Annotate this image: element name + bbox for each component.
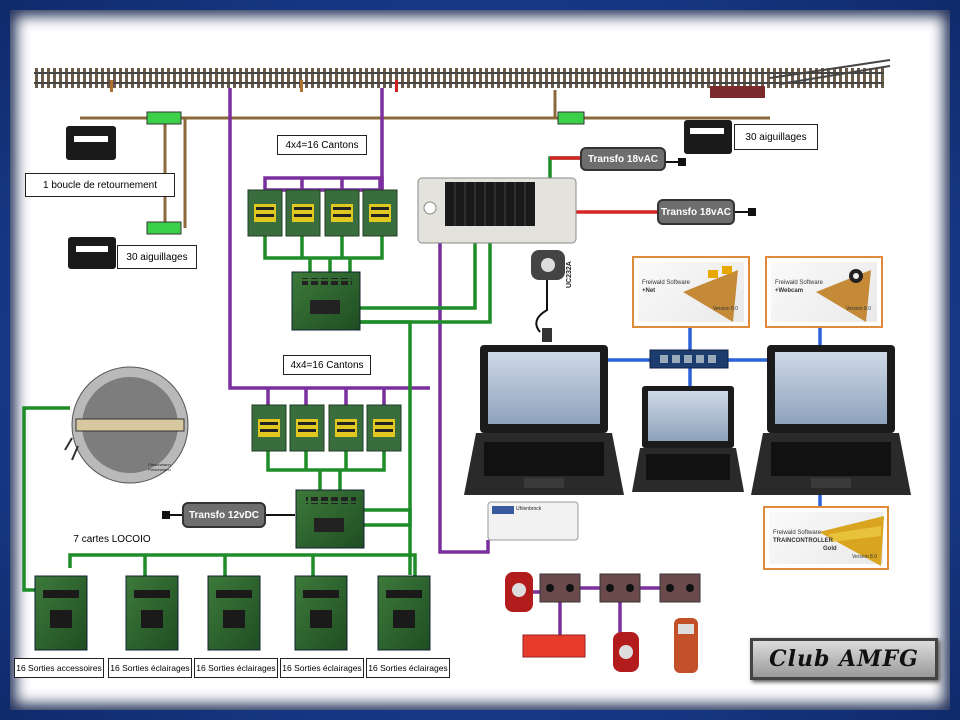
label-cantons-top: 4x4=16 Cantons: [277, 135, 367, 155]
software-box-traincontroller-gold: Freiwald Software TRAINCONTROLLER Gold V…: [763, 506, 889, 570]
diagram-canvas: 1 boucle de retournement 30 aiguillages …: [10, 10, 950, 710]
software-gold-graphic: [819, 516, 884, 566]
software-net-graphic: [683, 266, 738, 322]
laptop-right: [751, 345, 911, 495]
loconet-hub: [487, 501, 579, 541]
label-cantons-mid: 4x4=16 Cantons: [283, 355, 371, 375]
label-boucle: 1 boucle de retournement: [25, 173, 175, 197]
control-panels: [539, 573, 701, 603]
software-box-net: Freiwald Software +Net Version 8.0: [632, 256, 750, 328]
software-box-webcam: Freiwald Software +Webcam Version 8.0: [765, 256, 883, 328]
turntable-caption: Fleischmann Fleischmann: [148, 462, 171, 472]
turntable: [64, 366, 189, 484]
hub-title: Uhlenbrock: [516, 506, 542, 512]
command-station: [417, 177, 577, 244]
label-aiguillages-left: 30 aiguillages: [117, 245, 197, 269]
label-out-1: 16 Sorties accessoires: [14, 658, 104, 678]
railway-track: [34, 59, 891, 98]
wiring-diagram: [22, 59, 911, 673]
laptop-left: [464, 345, 624, 495]
label-out-3: 16 Sorties éclairages: [194, 658, 278, 678]
transformer-18vac-2: Transfo 18vAC: [657, 199, 735, 225]
uc232a-adapter: [531, 250, 565, 342]
mains-plugs: [162, 158, 756, 519]
label-out-2: 16 Sorties éclairages: [108, 658, 192, 678]
detector-boards-top: [247, 189, 398, 237]
uc232a-label: UC232A: [566, 261, 573, 288]
locoio-main-boards: [291, 271, 365, 549]
software-webcam-graphic: [816, 269, 871, 322]
transformer-18vac-1: Transfo 18vAC: [580, 147, 666, 171]
mains-cables: [170, 161, 748, 516]
network-switch: [649, 349, 729, 369]
transformer-12vdc: Transfo 12vDC: [182, 502, 266, 528]
club-logo: Club AMFG: [750, 638, 938, 680]
label-out-4: 16 Sorties éclairages: [280, 658, 364, 678]
detector-boards-mid: [251, 404, 402, 452]
label-aiguillages-right: 30 aiguillages: [734, 124, 818, 150]
throttles: [505, 572, 698, 673]
track-connectors: [146, 111, 585, 235]
laptop-center: [632, 386, 744, 492]
label-locoio: 7 cartes LOCOIO: [70, 528, 154, 550]
label-out-5: 16 Sorties éclairages: [366, 658, 450, 678]
output-boards: [34, 575, 431, 651]
